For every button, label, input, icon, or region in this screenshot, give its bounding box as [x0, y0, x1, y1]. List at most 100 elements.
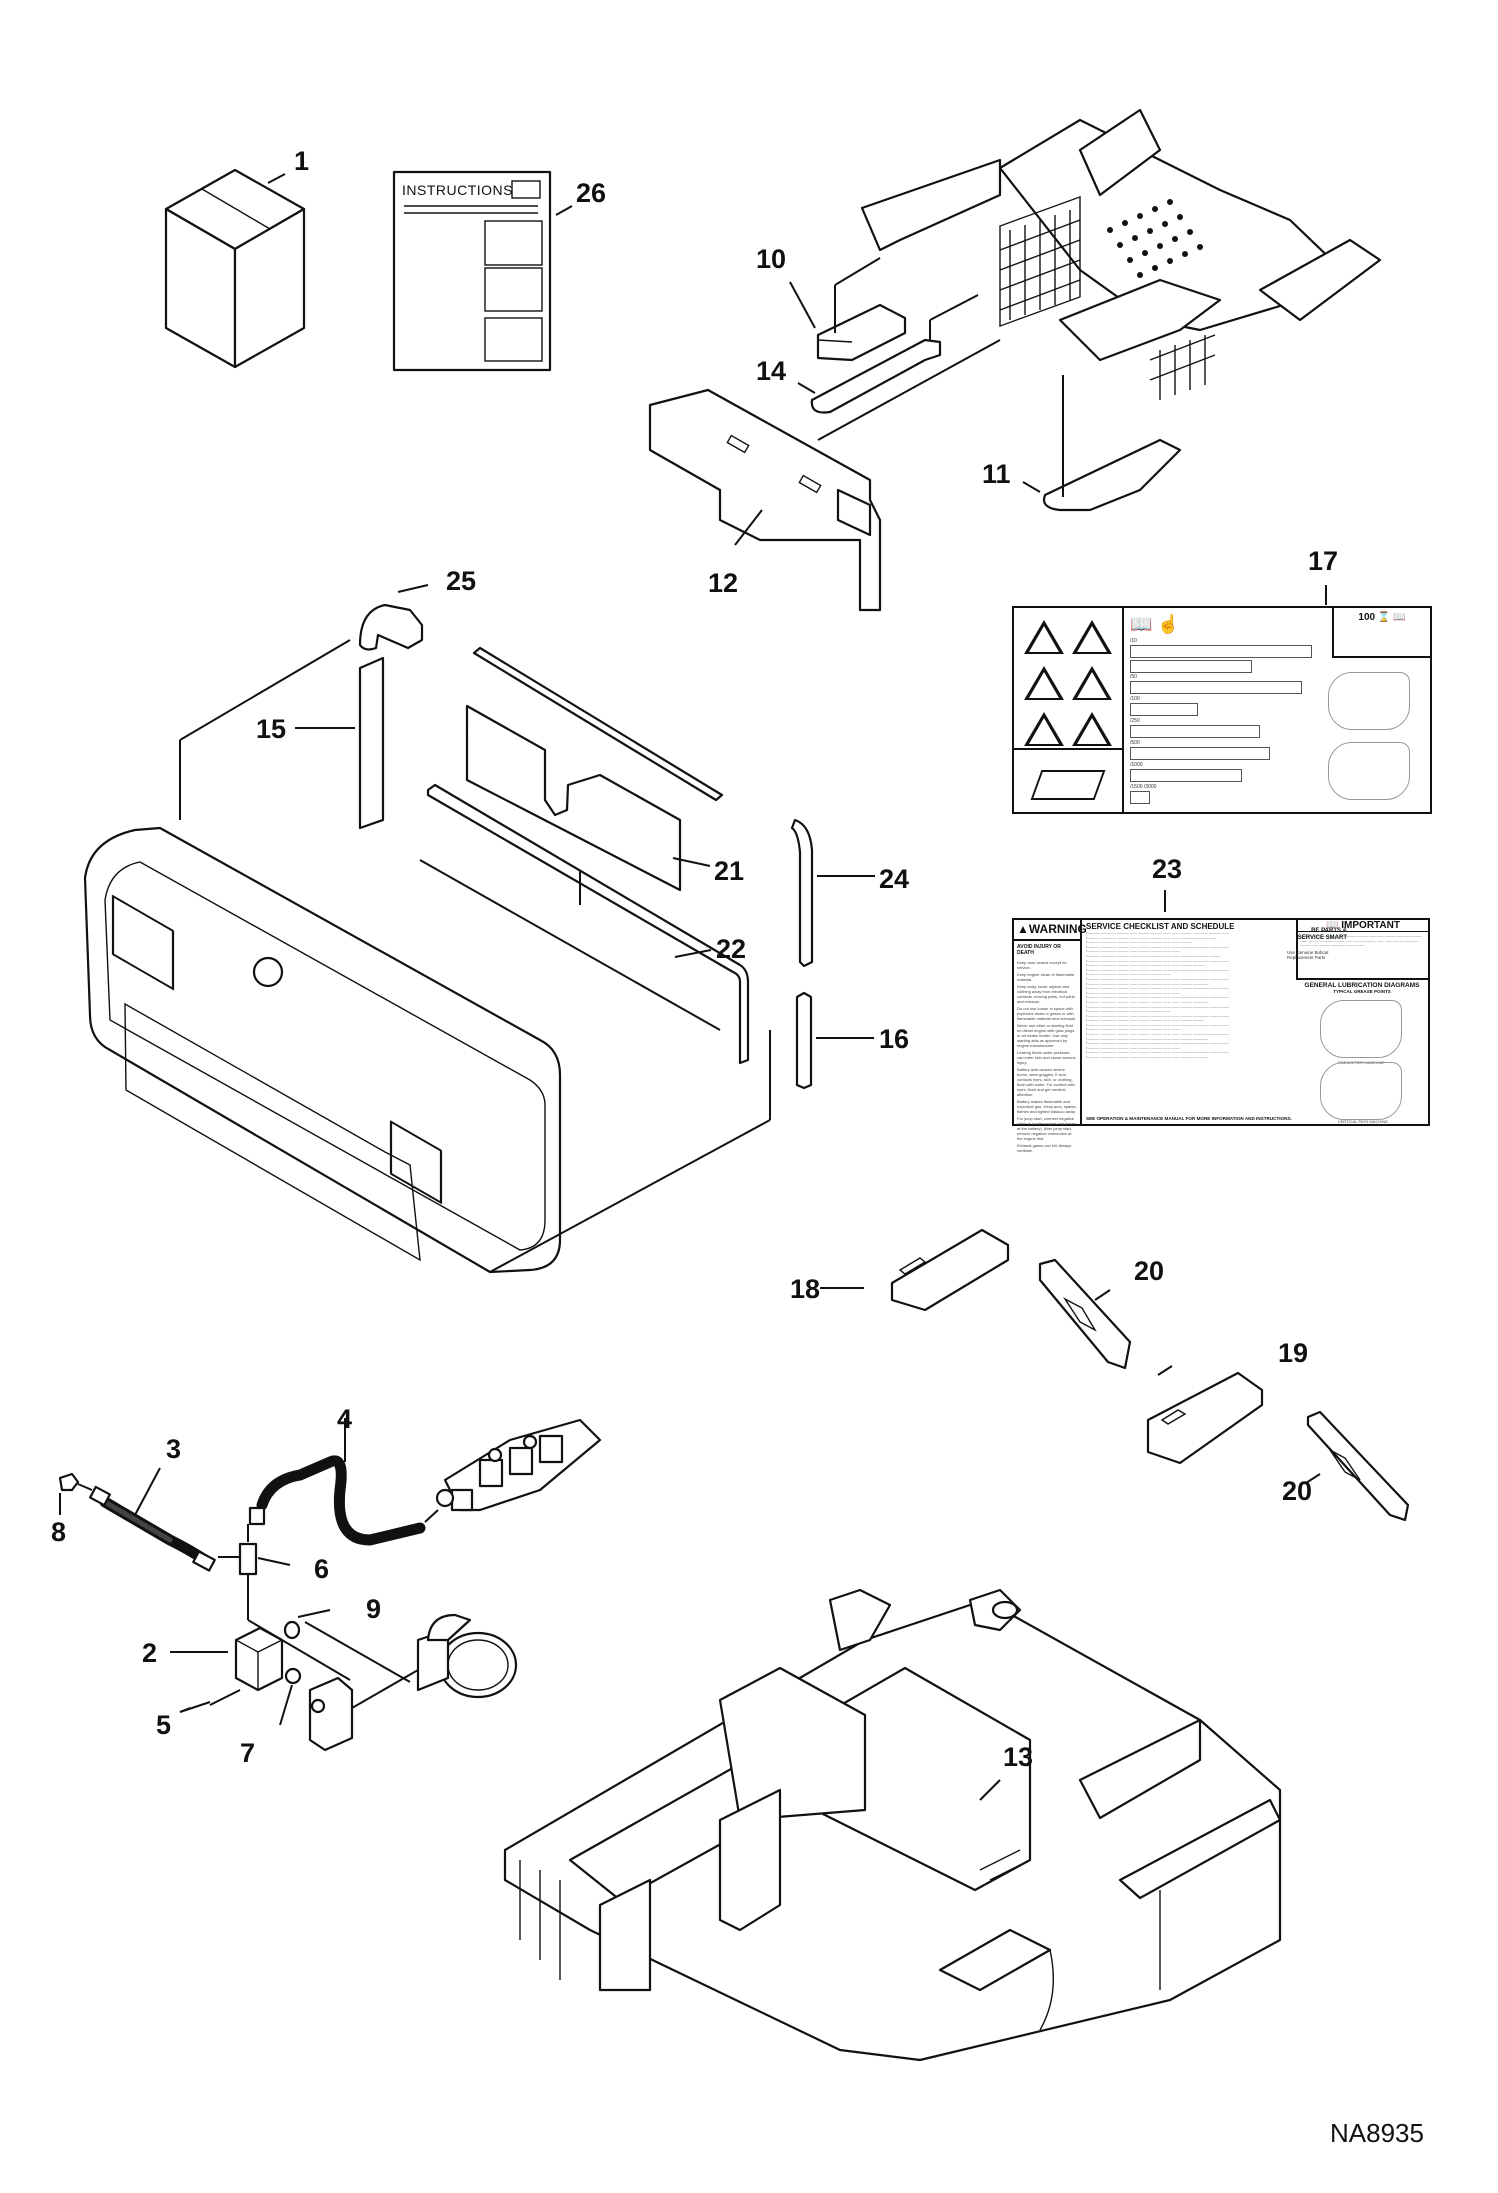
warning-bullet: Never use ether or starting fluid on die…	[1017, 1023, 1075, 1048]
part-18-block	[820, 1228, 1010, 1312]
part-8-nut	[58, 1472, 80, 1492]
callout-20b: 20	[1282, 1476, 1313, 1506]
callout-10: 10	[756, 244, 787, 274]
decal-23: ▲WARNING AVOID INJURY OR DEATH Keep door…	[1012, 918, 1430, 1153]
leader-26	[555, 205, 573, 216]
leader-5	[179, 1707, 191, 1713]
callout-11: 11	[982, 459, 1011, 489]
part-16-foam-strip	[795, 991, 874, 1090]
part-24-foam-strip	[790, 818, 875, 968]
parts-smart-subtitle: Use Genuine Bobcat Replacement Parts	[1287, 950, 1329, 960]
part-4-hose	[256, 1455, 426, 1546]
callout-23: 23	[1152, 854, 1183, 884]
warning-bullet: Leaking fluids under pressure can enter …	[1017, 1050, 1076, 1065]
callout-3: 3	[166, 1434, 182, 1464]
service-title: SERVICE CHECKLIST AND SCHEDULE	[1086, 922, 1235, 931]
part-2-valve-block	[234, 1626, 284, 1692]
lubrication-panel: GENERAL LUBRICATION DIAGRAMS TYPICAL GRE…	[1298, 982, 1426, 994]
cab-door-panel	[83, 740, 771, 1274]
foam-strip-top	[472, 646, 724, 802]
warning-bullet: Keep body, loose objects and clothing aw…	[1017, 984, 1075, 1004]
callout-1: 1	[294, 146, 310, 176]
vertical-path-diagram	[1320, 1062, 1402, 1120]
callout-9: 9	[366, 1594, 382, 1624]
callout-16: 16	[879, 1024, 910, 1054]
callout-19: 19	[1278, 1338, 1309, 1368]
callout-18: 18	[790, 1274, 821, 1304]
part-12-foam-panel	[648, 339, 1001, 612]
part-26-instructions	[392, 170, 573, 372]
callout-13: 13	[1003, 1742, 1034, 1772]
hot-surface-hazard-icon	[1072, 712, 1112, 746]
leader-7	[279, 1684, 293, 1726]
part-20-wedge-b	[1305, 1410, 1410, 1522]
warning-panel: ▲WARNING AVOID INJURY OR DEATH Keep door…	[1014, 920, 1087, 1153]
interval-label: /250	[1130, 718, 1140, 724]
callout-22: 22	[716, 934, 747, 964]
leader-11	[1022, 481, 1041, 493]
warning-bullet: For jump start, connect negative cable t…	[1017, 1116, 1077, 1141]
part-21-foam-panel	[465, 704, 711, 892]
warning-bullet: Battery makes flammable and explosive ga…	[1017, 1099, 1077, 1114]
callout-5: 5	[156, 1710, 172, 1740]
warning-bullet: Exhaust gases can kill. Always ventilate…	[1017, 1143, 1072, 1153]
part-10-foam-pad	[789, 257, 907, 362]
warning-bullet: Do not use loader in space with explosiv…	[1017, 1006, 1077, 1021]
leader-9	[297, 1609, 331, 1618]
part-7-plug	[284, 1667, 302, 1685]
leader-6	[257, 1557, 291, 1566]
decal-17-hazard-panel	[1014, 608, 1124, 812]
important-panel: 📖 IMPORTANT ——— ———— ——— —— ——— ——— —— —…	[1296, 920, 1428, 980]
leader-19	[1157, 1365, 1173, 1376]
part-19-block	[1146, 1365, 1264, 1465]
important-title: IMPORTANT	[1341, 920, 1400, 931]
warning-bullet: Keep door closed except for service.	[1017, 960, 1067, 970]
leader-20a	[1094, 1289, 1111, 1301]
callout-15: 15	[256, 714, 287, 744]
part-20-wedge-a	[1038, 1258, 1132, 1370]
radius-path-diagram	[1320, 1000, 1402, 1058]
explosion-hazard-icon	[1072, 620, 1112, 654]
leader-21	[672, 857, 711, 867]
interval-label: /1500 /3000	[1130, 784, 1157, 790]
callout-26: 26	[576, 178, 607, 208]
callout-8: 8	[51, 1517, 67, 1547]
instructions-title: INSTRUCTIONS	[402, 182, 513, 198]
warning-subtitle: AVOID INJURY OR DEATH	[1017, 944, 1061, 956]
part-1-box	[164, 168, 306, 369]
main-frame	[503, 1588, 1282, 2062]
callout-24: 24	[879, 864, 910, 894]
lube-subtitle: TYPICAL GREASE POINTS	[1333, 989, 1391, 994]
callout-7: 7	[240, 1738, 256, 1768]
decal-17-hours-box: 100 ⌛ 📖	[1332, 608, 1430, 658]
leader-1	[267, 173, 286, 184]
callout-21: 21	[714, 856, 745, 886]
drawing-id: NA8935	[1330, 2118, 1424, 2148]
hydraulic-pump	[351, 1613, 518, 1709]
callout-2: 2	[142, 1638, 158, 1668]
part-14-foam-strip	[797, 294, 979, 414]
leader-25	[397, 584, 429, 593]
interval-label: /100	[1130, 696, 1140, 702]
service-footer: SEE OPERATION & MAINTENANCE MANUAL FOR M…	[1086, 1116, 1292, 1121]
part-15-foam-strip	[295, 656, 385, 830]
interval-label: /1000	[1130, 762, 1143, 768]
interval-label: /50	[1130, 674, 1137, 680]
warning-title: WARNING	[1028, 922, 1087, 936]
operator-cab-floor-assembly	[860, 108, 1382, 400]
manual-icon: 📖 ☝	[1130, 614, 1180, 634]
part-6-tee	[238, 1542, 258, 1576]
part-11-foam-pad	[1022, 375, 1182, 512]
loader-lube-diagram-1	[1328, 672, 1410, 730]
callout-6: 6	[314, 1554, 330, 1584]
leader-17	[1325, 585, 1327, 605]
service-checklist-panel: SERVICE CHECKLIST AND SCHEDULE • ——— ———…	[1082, 920, 1347, 1124]
callout-17: 17	[1308, 546, 1339, 576]
fluid-injection-hazard-icon	[1024, 712, 1064, 746]
part-5-pin	[209, 1689, 241, 1706]
callout-4: 4	[337, 1404, 353, 1434]
service-manual-icon	[1030, 770, 1106, 800]
part-25-clip	[179, 584, 429, 741]
callout-20a: 20	[1134, 1256, 1165, 1286]
